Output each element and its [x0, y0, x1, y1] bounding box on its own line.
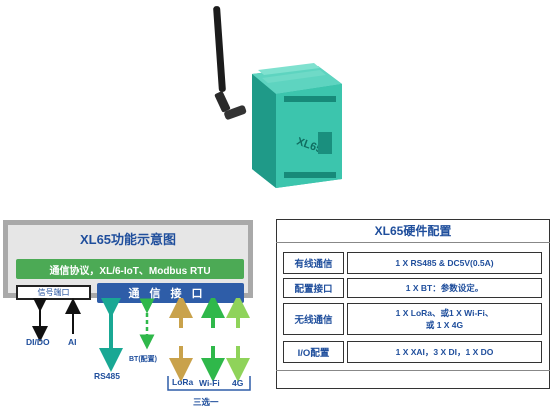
hw-value: 1 X RS485 & DC5V(0.5A) — [347, 252, 542, 274]
hw-key: I/O配置 — [283, 341, 344, 363]
device-case: XL65 — [252, 63, 342, 188]
label-dido: DI/DO — [26, 337, 50, 347]
choose-one-bracket — [167, 376, 251, 391]
label-bt: BT(配置) — [129, 356, 157, 363]
title-divider — [276, 242, 550, 243]
label-rs485: RS485 — [94, 371, 120, 381]
hw-row-wired: 有线通信 1 X RS485 & DC5V(0.5A) — [283, 252, 542, 274]
protocol-bar: 通信协议，XL/6-IoT、Modbus RTU — [16, 259, 244, 279]
label-lora: LoRa — [172, 377, 194, 387]
connection-arrows — [32, 298, 251, 391]
signal-port-box: 信号端口 — [16, 285, 91, 300]
label-ai: AI — [68, 337, 77, 347]
hw-value: 1 X LoRa、或1 X Wi-Fi、 或 1 X 4G — [347, 303, 542, 335]
hardware-config-title: XL65硬件配置 — [374, 224, 452, 238]
hw-value: 1 X XAI，3 X DI，1 X DO — [347, 341, 542, 363]
hw-key: 配置接口 — [283, 278, 344, 298]
label-4g: 4G — [232, 378, 244, 388]
hw-value: 1 X BT：参数设定。 — [347, 278, 542, 298]
hw-row-config: 配置接口 1 X BT：参数设定。 — [283, 278, 542, 298]
hw-row-wireless: 无线通信 1 X LoRa、或1 X Wi-Fi、 或 1 X 4G — [283, 303, 542, 335]
hw-row-io: I/O配置 1 X XAI，3 X DI，1 X DO — [283, 341, 542, 363]
antenna-icon — [213, 6, 247, 120]
hw-key: 有线通信 — [283, 252, 344, 274]
table-bottom-divider — [276, 370, 550, 371]
hw-key: 无线通信 — [283, 303, 344, 335]
device-illustration: XL65 — [213, 6, 342, 188]
label-wifi: Wi-Fi — [199, 378, 220, 388]
label-choose-one: 三选一 — [193, 397, 219, 407]
function-diagram-title: XL65功能示意图 — [79, 232, 177, 247]
